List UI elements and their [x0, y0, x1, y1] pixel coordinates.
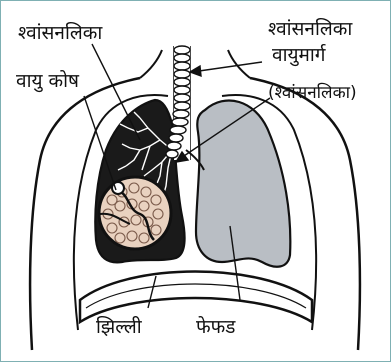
- label-membrane: झिल्ली: [96, 316, 142, 338]
- shoulder-line-left: [140, 50, 162, 78]
- trachea: [166, 46, 190, 160]
- label-bronchiole: श्वांसनलिका: [18, 22, 102, 44]
- diaphragm-membrane: [80, 272, 312, 323]
- label-airway-note: (श्वांसनलिका): [268, 82, 357, 104]
- label-airway: वायुमार्ग: [272, 44, 326, 66]
- label-air-sac: वायु कोष: [16, 70, 79, 92]
- air-sac-magnified: [99, 177, 171, 249]
- right-lung: [196, 100, 290, 266]
- label-lung: फेफड: [196, 316, 235, 338]
- label-trachea: श्वांसनलिका: [268, 18, 352, 40]
